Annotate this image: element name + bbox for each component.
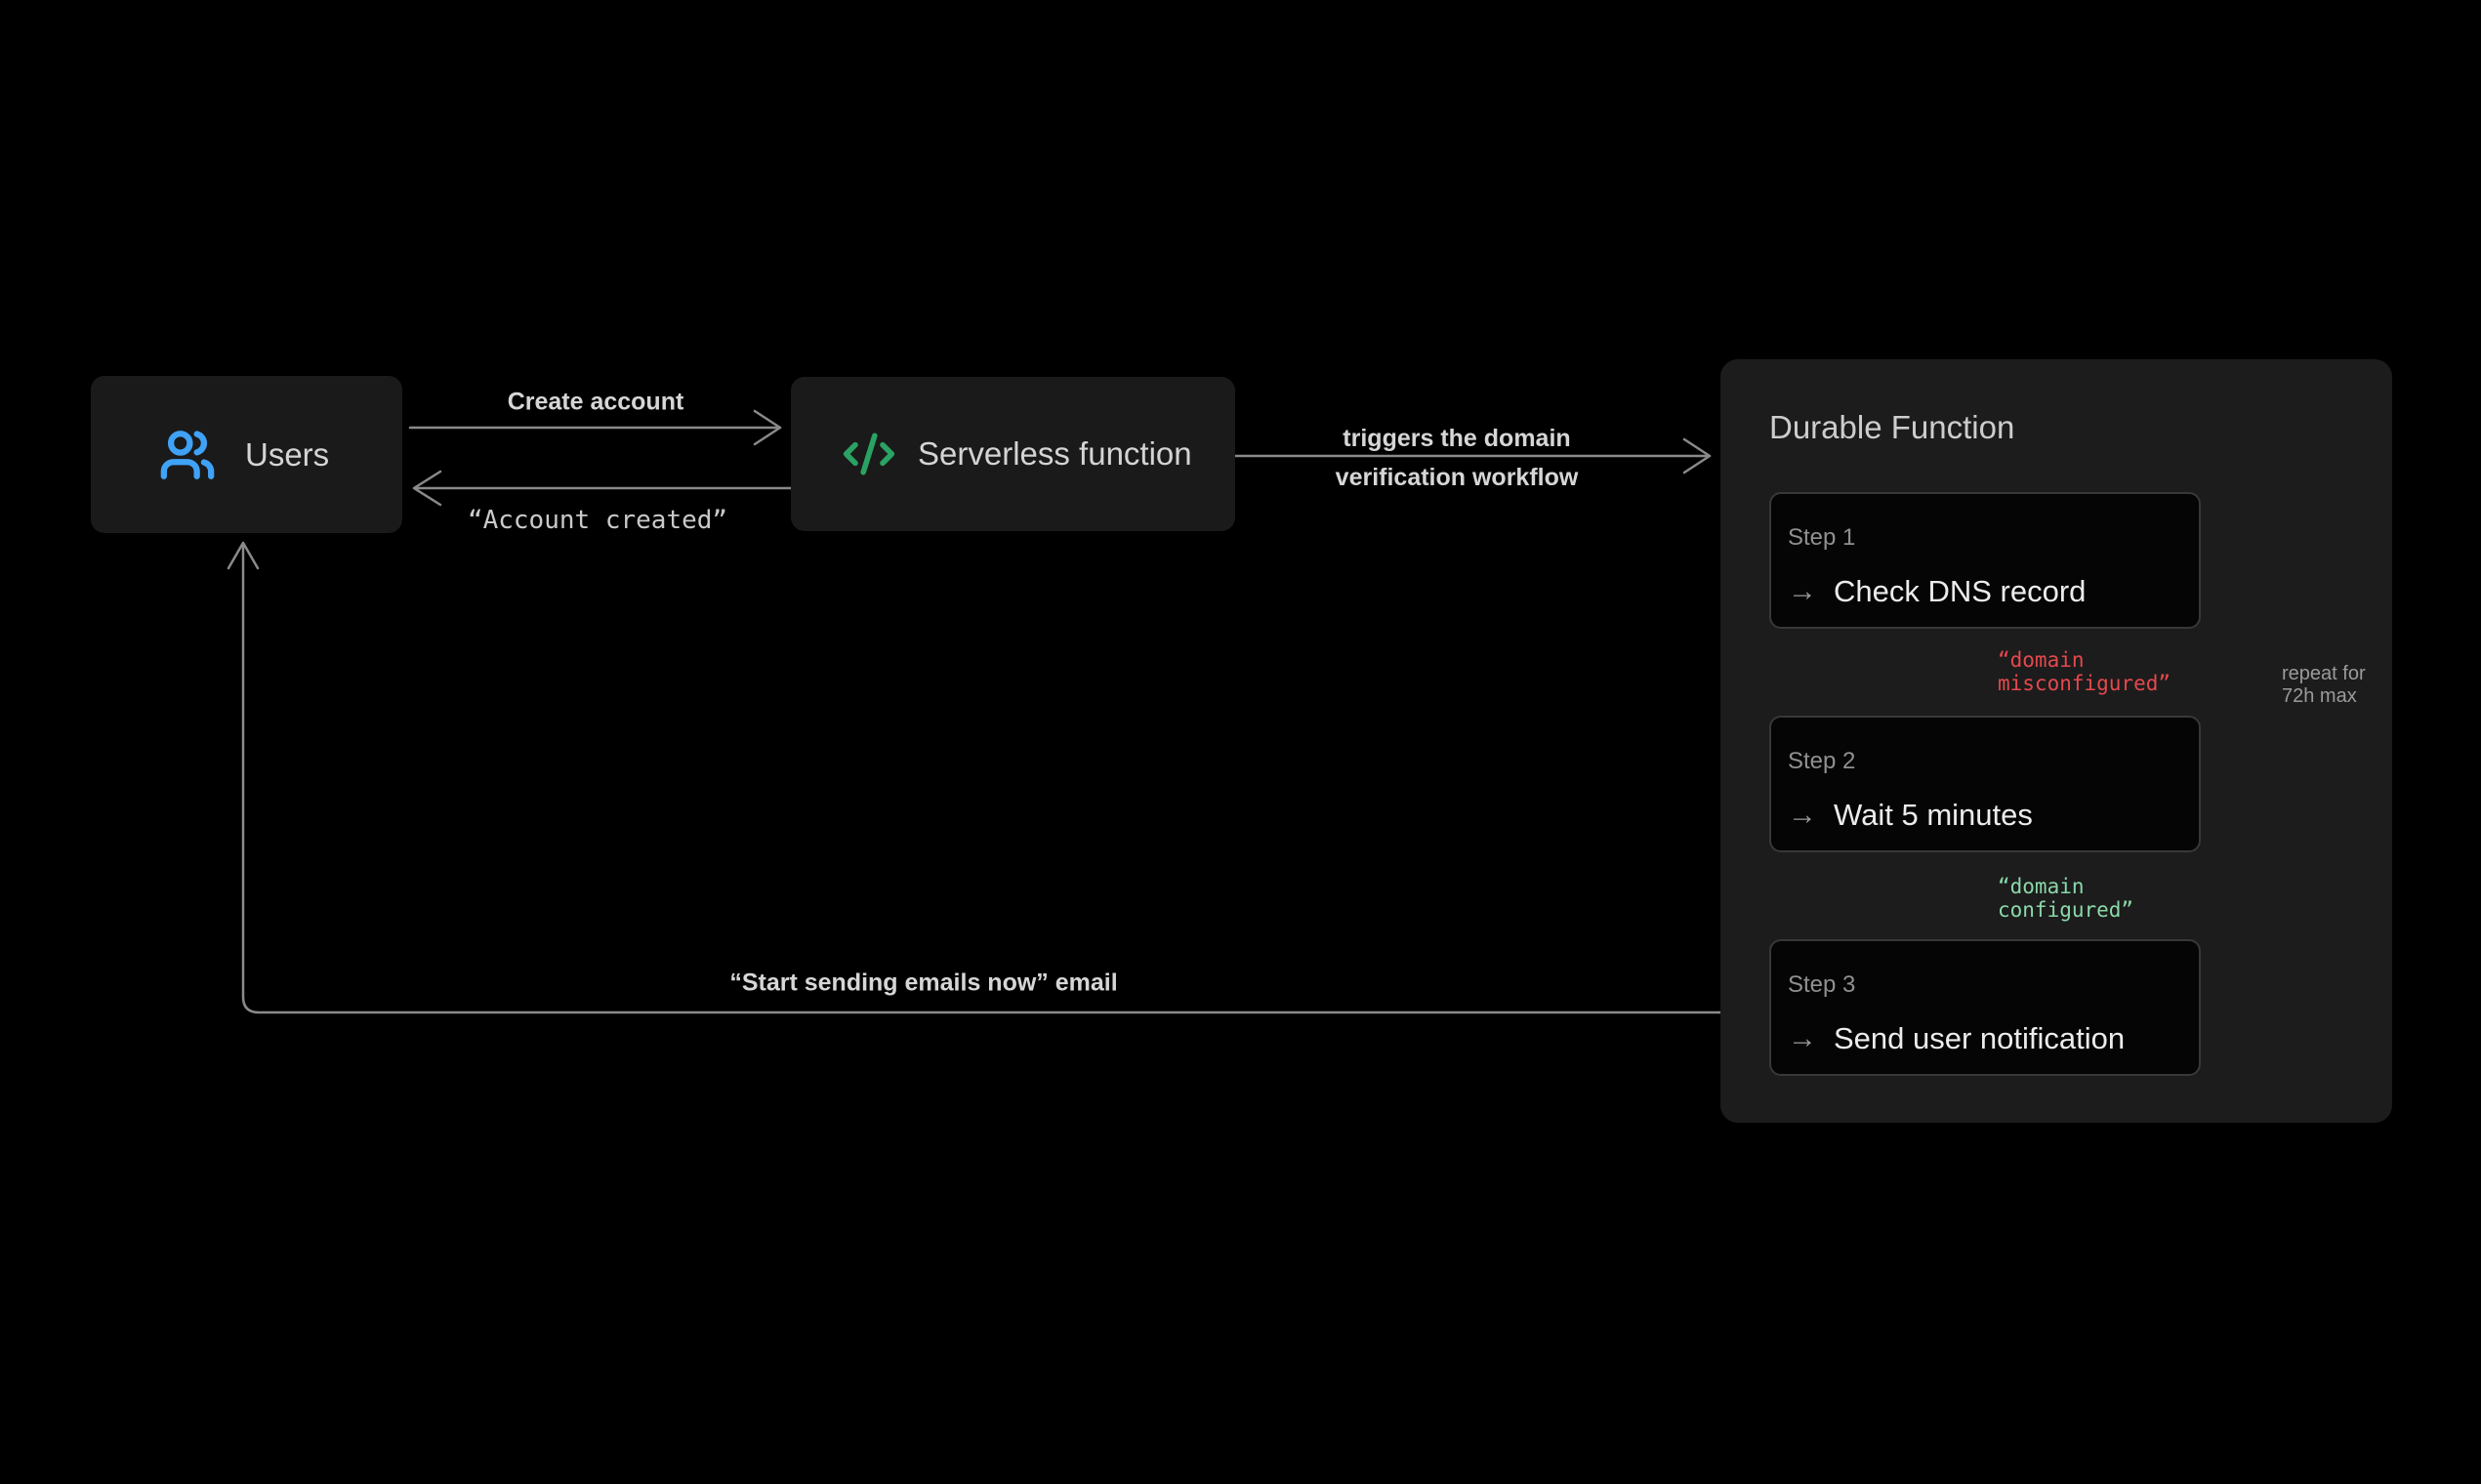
step-1-action: → Check DNS record [1788,574,2199,609]
step-3-box: Step 3 → Send user notification [1769,939,2201,1076]
serverless-function-node: Serverless function [791,377,1235,531]
right-arrow-icon: → [1788,799,1817,831]
triggers-workflow-label-line2: verification workflow [1335,464,1579,491]
create-account-label: Create account [507,388,684,416]
create-account-arrow [408,409,782,446]
domain-misconfigured-label: “domain misconfigured” [1998,648,2171,695]
durable-function-title: Durable Function [1769,409,2015,445]
right-arrow-icon: → [1788,1022,1817,1054]
account-created-arrow [412,470,795,507]
domain-misconfigured-line2: misconfigured” [1998,672,2171,695]
serverless-function-label: Serverless function [918,435,1192,472]
account-created-label: “Account created” [467,506,728,535]
durable-function-panel: Durable Function Step 1 → Check DNS reco… [1720,359,2392,1123]
step-2-box: Step 2 → Wait 5 minutes [1769,716,2201,852]
step-3-action-text: Send user notification [1834,1021,2126,1055]
domain-configured-line1: “domain [1998,875,2085,898]
triggers-workflow-label: triggers the domain verification workflo… [1336,419,1579,497]
step-3-action: → Send user notification [1788,1021,2199,1056]
code-icon [843,433,895,475]
users-label: Users [245,435,330,473]
repeat-72h-line2: 72h max [2282,685,2357,707]
notification-return-arrow [227,541,1771,1014]
step-1-action-text: Check DNS record [1834,574,2087,608]
repeat-72h-line1: repeat for [2282,663,2366,684]
start-sending-emails-label: “Start sending emails now” email [729,969,1118,997]
step-1-label: Step 1 [1788,524,1856,551]
step-2-label: Step 2 [1788,748,1856,774]
trigger-workflow-arrow [1231,437,1712,474]
domain-configured-line2: configured” [1998,898,2134,922]
triggers-workflow-label-line1: triggers the domain [1343,425,1571,452]
right-arrow-icon: → [1788,575,1817,607]
step-2-action: → Wait 5 minutes [1788,798,2199,833]
users-node: Users [91,376,402,533]
repeat-72h-label: repeat for 72h max [2282,663,2366,708]
step-1-box: Step 1 → Check DNS record [1769,492,2201,629]
domain-configured-label: “domain configured” [1998,875,2133,922]
users-icon [160,430,215,479]
step-2-action-text: Wait 5 minutes [1834,798,2033,832]
domain-misconfigured-line1: “domain [1998,648,2085,672]
step-3-label: Step 3 [1788,971,1856,998]
